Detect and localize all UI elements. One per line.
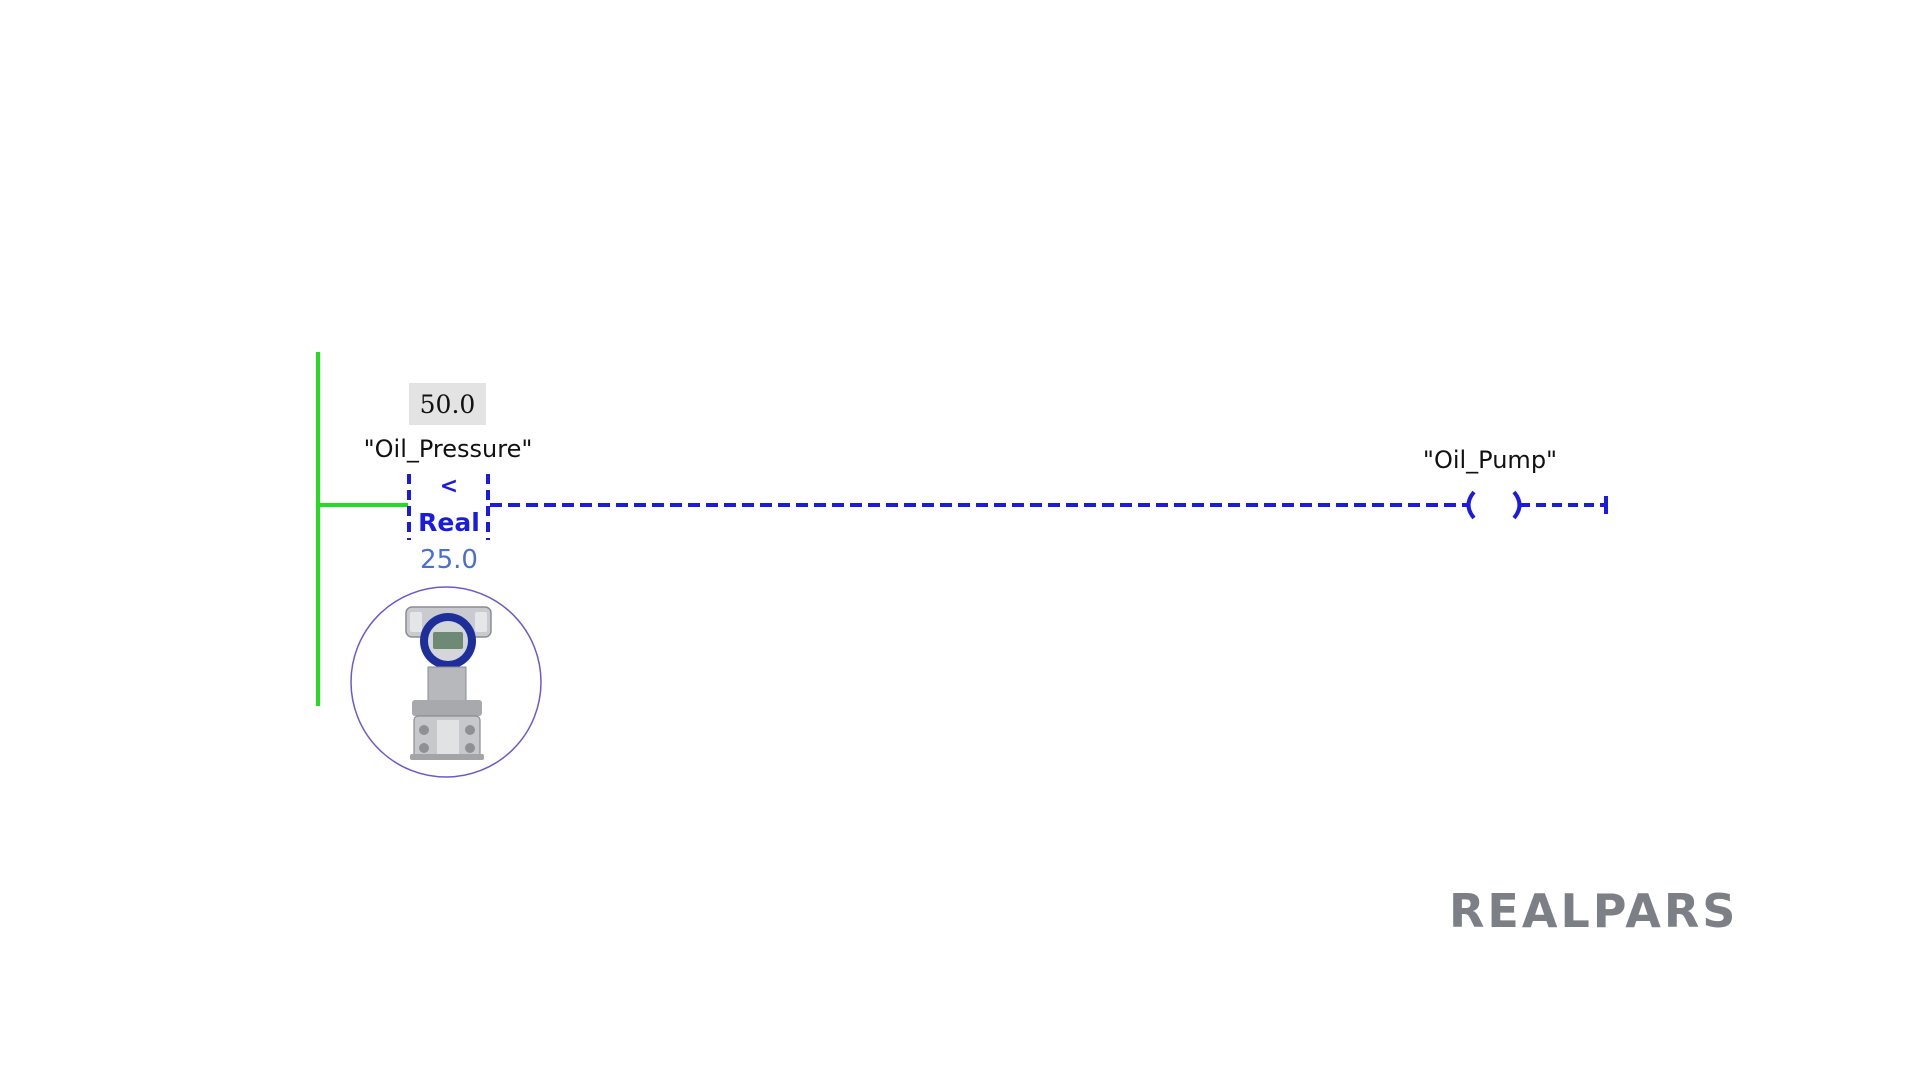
brand-logo: REALPARS: [1449, 884, 1739, 938]
pressure-transmitter-icon: [350, 586, 542, 778]
output-coil-label: "Oil_Pump": [1422, 446, 1558, 474]
coil-right-bracket: [1512, 490, 1522, 520]
reference-value: 25.0: [420, 545, 478, 575]
comparison-data-type: Real: [418, 508, 480, 537]
comparison-operator: <: [439, 474, 459, 499]
input-tag-label: "Oil_Pressure": [363, 435, 533, 463]
coil-left-bracket: [1466, 490, 1476, 520]
actual-value-box: 50.0: [409, 383, 486, 425]
